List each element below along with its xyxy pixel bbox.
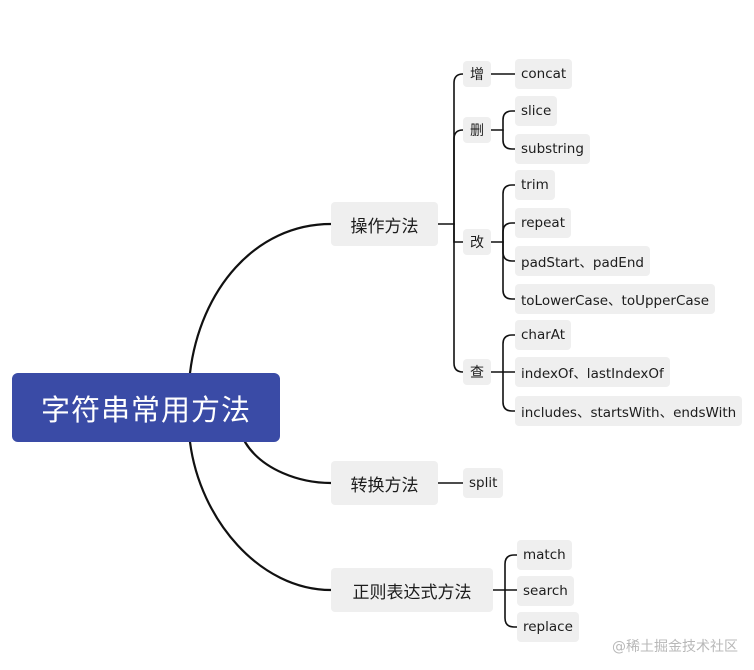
subtopic-delete: 删 xyxy=(463,117,491,143)
leaf-split: split xyxy=(463,468,504,498)
connector-regex-match xyxy=(504,554,518,591)
subtopic-add: 增 xyxy=(463,61,491,87)
topic-regex-methods: 正则表达式方法 xyxy=(331,568,493,612)
connector-root-regex xyxy=(188,440,333,592)
connector-operation-add xyxy=(453,73,464,225)
leaf-match: match xyxy=(517,540,572,570)
leaf-charat: charAt xyxy=(515,320,572,350)
leaf-padstart-padend: padStart、padEnd xyxy=(515,246,650,276)
leaf-search: search xyxy=(517,576,574,606)
connector-modify-pad xyxy=(502,241,516,262)
leaf-substring: substring xyxy=(515,134,590,164)
connector-delete-substring xyxy=(502,129,516,150)
leaf-repeat: repeat xyxy=(515,208,572,238)
connector-operation-query xyxy=(453,223,464,373)
leaf-slice: slice xyxy=(515,96,558,126)
connector-delete-slice xyxy=(502,110,516,131)
root-topic: 字符串常用方法 xyxy=(12,373,280,442)
connector-modify-repeat xyxy=(502,222,516,243)
leaf-concat: concat xyxy=(515,59,573,89)
connector-modify-case xyxy=(502,241,516,300)
topic-operation-methods: 操作方法 xyxy=(331,202,438,246)
leaf-tolowercase-touppercase: toLowerCase、toUpperCase xyxy=(515,284,715,314)
connector-root-conversion xyxy=(243,440,333,485)
watermark: @稀土掘金技术社区 xyxy=(612,639,738,655)
leaf-replace: replace xyxy=(517,612,579,642)
connector-regex-replace xyxy=(504,589,518,628)
topic-conversion-methods: 转换方法 xyxy=(331,461,438,505)
leaf-indexof-lastindexof: indexOf、lastIndexOf xyxy=(515,357,670,387)
leaf-includes-startswith-endswith: includes、startsWith、endsWith xyxy=(515,396,743,426)
leaf-trim: trim xyxy=(515,170,555,200)
connector-operation-modify xyxy=(453,223,464,243)
connector-operation-delete xyxy=(453,129,464,225)
subtopic-modify: 改 xyxy=(463,229,491,255)
connector-query-charat xyxy=(502,334,516,373)
subtopic-query: 查 xyxy=(463,359,491,385)
connector-query-includes xyxy=(502,371,516,412)
connector-root-operation xyxy=(188,222,333,375)
connector-modify-trim xyxy=(502,184,516,243)
